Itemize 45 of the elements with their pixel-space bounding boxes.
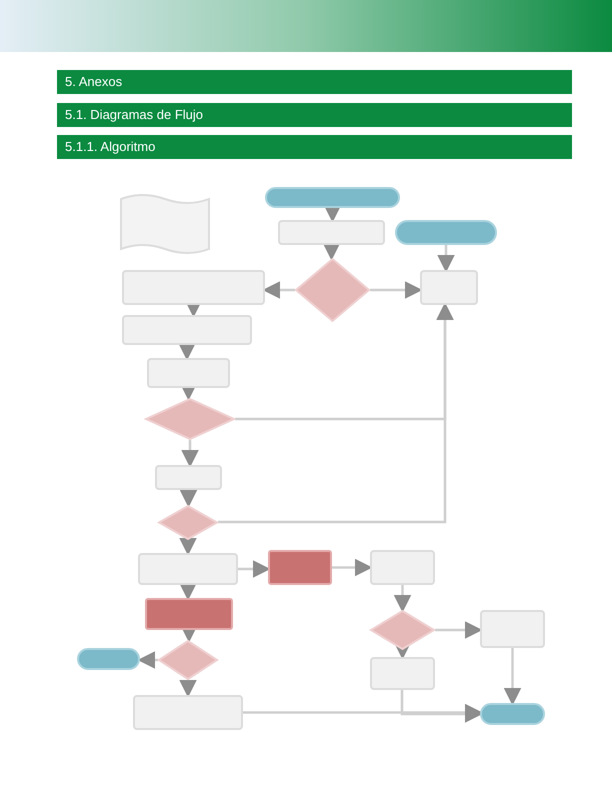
pill-shape [265, 187, 400, 208]
arrow [322, 243, 340, 260]
arrow [179, 680, 197, 698]
pill-shape [395, 220, 497, 245]
section-heading: 5.1. Diagramas de Flujo [57, 103, 572, 127]
section-heading: 5. Anexos [57, 70, 572, 94]
arrow [138, 651, 158, 669]
process-box [145, 598, 233, 630]
process-box [122, 270, 265, 305]
arrow [504, 648, 522, 706]
arrow [435, 621, 482, 639]
arrow [179, 583, 197, 600]
document-shape [120, 195, 210, 255]
section-heading: 5.1.1. Algoritmo [57, 135, 572, 159]
arrow [179, 538, 197, 556]
process-box [370, 550, 435, 585]
process-box [480, 610, 545, 648]
decision-diamond [158, 640, 218, 680]
process-box [122, 315, 252, 345]
arrow [370, 281, 422, 299]
arrow [437, 245, 455, 272]
process-box [147, 358, 230, 388]
arrow [394, 585, 412, 612]
arrow [238, 560, 270, 578]
arrow [262, 281, 295, 299]
arrow [181, 440, 199, 468]
process-box [370, 657, 435, 690]
arrow [324, 205, 342, 222]
process-box [278, 220, 385, 245]
process-box [155, 465, 222, 490]
process-box [268, 550, 332, 585]
arrow [332, 558, 372, 576]
process-box [138, 553, 238, 585]
decision-diamond [145, 398, 235, 440]
decision-diamond [158, 505, 218, 540]
pill-shape [480, 703, 545, 725]
decision-diamond [295, 258, 370, 322]
process-box [420, 270, 478, 305]
decision-diamond [370, 610, 435, 650]
arrow [178, 343, 196, 360]
process-box [133, 695, 243, 730]
arrow [218, 302, 454, 524]
arrow [400, 690, 482, 723]
pill-shape [77, 648, 140, 670]
arrow [180, 490, 198, 508]
